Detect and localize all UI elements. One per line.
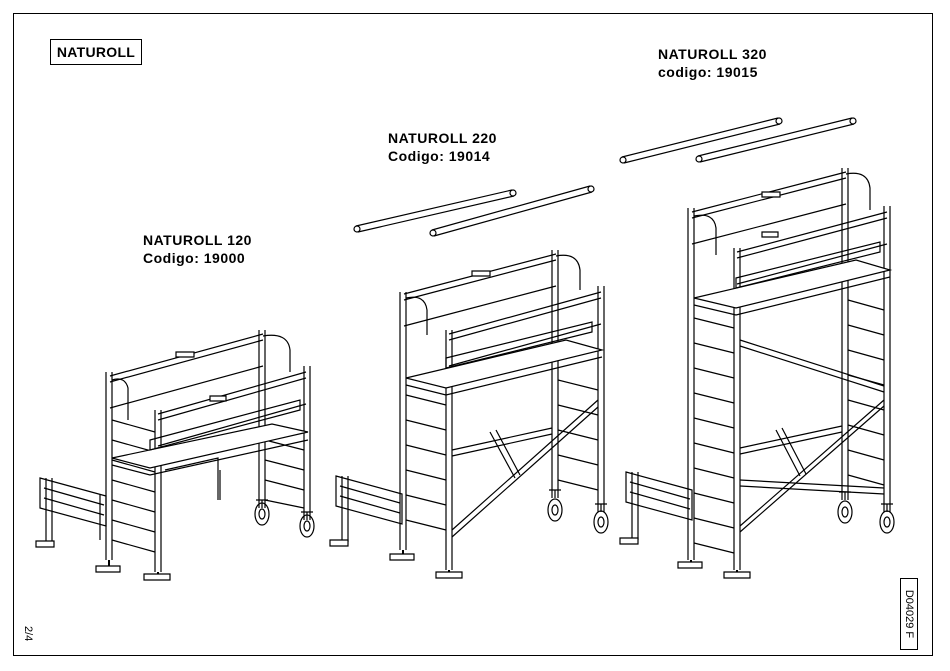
castor-wheel-220-b xyxy=(594,504,608,533)
outrigger-120 xyxy=(36,478,106,547)
extension-tubes-220 xyxy=(354,186,594,236)
scaffold-120-illustration xyxy=(36,330,314,580)
castor-wheel-320-a xyxy=(838,492,852,523)
scaffold-320-illustration xyxy=(620,118,894,578)
scaffold-220-illustration xyxy=(330,186,608,578)
castor-wheel-220-a xyxy=(548,490,562,521)
extension-tubes-320 xyxy=(620,118,856,163)
outrigger-220 xyxy=(330,476,402,546)
outrigger-320 xyxy=(620,472,692,544)
castor-wheel-320-b xyxy=(880,504,894,533)
castor-wheel-120-a xyxy=(255,500,269,525)
castor-wheel-120-b xyxy=(300,512,314,537)
